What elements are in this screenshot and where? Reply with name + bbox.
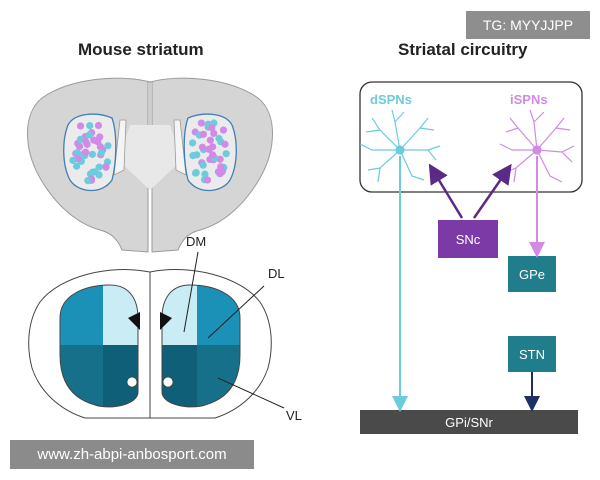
neuron-dot	[219, 126, 228, 134]
mouse-striatum-title: Mouse striatum	[78, 40, 204, 59]
neuron-dot	[222, 150, 230, 158]
stn-label: STN	[519, 347, 545, 362]
snc-to-dspn-arrow	[428, 163, 464, 219]
snc-to-ispn-arrow	[472, 163, 512, 219]
neuron-dot	[191, 169, 200, 177]
neuron-dot	[73, 162, 81, 170]
neuron-dot	[216, 155, 224, 163]
striatum-box	[359, 81, 583, 193]
gpi-snr-bar	[360, 410, 578, 434]
striatal-circuitry-title: Striatal circuitry	[398, 40, 528, 59]
stn-box	[508, 336, 556, 372]
neuron-dot	[95, 171, 103, 179]
neuron-dot	[69, 156, 77, 164]
neuron-dot	[85, 131, 93, 139]
left-striatum-quadrants	[60, 285, 138, 407]
watermark-url: www.zh-abpi-anbosport.com	[10, 440, 254, 469]
neuron-dot	[76, 122, 85, 130]
dm-pointer	[183, 251, 199, 333]
neuron-dot	[75, 142, 84, 151]
neuron-dot	[88, 150, 96, 158]
neuron-dot	[90, 136, 98, 144]
neuron-dot	[84, 177, 92, 185]
neuron-dots	[69, 119, 230, 185]
neuron-dot	[199, 161, 207, 169]
vl-pointer	[217, 377, 285, 409]
tag-label: TG: MYYJJPP	[466, 11, 590, 39]
snc-box	[438, 220, 498, 258]
neuron-dot	[76, 135, 84, 143]
neuron-dot	[193, 151, 201, 159]
neuron-dot	[214, 168, 223, 176]
neuron-dot	[206, 136, 214, 144]
neuron-dot	[95, 163, 103, 171]
neuron-dot	[188, 139, 197, 147]
neuron-dot	[209, 151, 217, 159]
neuron-dot	[208, 124, 216, 132]
neuron-dot	[104, 142, 112, 150]
neuron-dot	[210, 129, 218, 138]
neuron-dot	[201, 170, 209, 178]
label-vl: VL	[286, 408, 302, 423]
neuron-dot	[88, 168, 97, 176]
neuron-dot	[205, 145, 213, 153]
neuron-dot	[199, 130, 208, 138]
ispn-neuron-icon	[499, 109, 575, 183]
label-dl: DL	[268, 266, 285, 281]
label-dspns: dSPNs	[370, 92, 412, 107]
gpi-snr-label: GPi/SNr	[445, 415, 493, 430]
neuron-dot	[81, 149, 89, 157]
neuron-dot	[198, 143, 207, 151]
neuron-dot	[73, 148, 82, 157]
neuron-dot	[197, 119, 205, 127]
neuron-dot	[94, 121, 103, 130]
neuron-dot	[97, 149, 105, 157]
brain-section	[28, 269, 272, 419]
neuron-dot	[203, 176, 212, 184]
dl-pointer	[207, 285, 265, 339]
neuron-dot	[102, 163, 110, 171]
gpe-box	[508, 256, 556, 292]
neuron-dot	[86, 121, 94, 130]
neuron-dot	[221, 140, 229, 148]
neuron-dot	[82, 138, 90, 146]
mouse-brain-top	[27, 77, 273, 253]
gpe-label: GPe	[519, 267, 545, 282]
label-dm: DM	[186, 234, 206, 249]
snc-label: SNc	[456, 232, 481, 247]
label-ispns: iSPNs	[510, 92, 548, 107]
dspn-neuron-icon	[359, 109, 441, 183]
